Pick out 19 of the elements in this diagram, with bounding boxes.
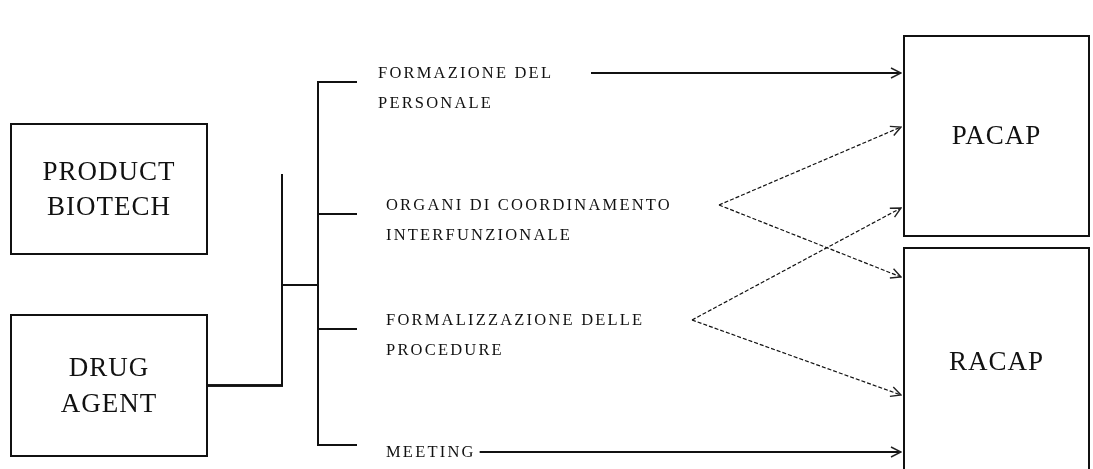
box-label: RACAP xyxy=(949,345,1044,379)
process-box xyxy=(10,314,208,457)
process-box xyxy=(903,35,1090,237)
branch-label: FORMAZIONE DEL PERSONALE xyxy=(378,62,554,114)
bracket-line xyxy=(207,284,358,446)
branch-label: FORMALIZZAZIONE DELLE PROCEDURE xyxy=(386,309,646,361)
dashed-arrow xyxy=(691,319,902,398)
arrow xyxy=(590,67,902,79)
dashed-arrow xyxy=(718,125,902,206)
arrow xyxy=(478,446,902,458)
box-label: DRUG AGENT xyxy=(59,351,159,420)
box-label: PRODUCT BIOTECH xyxy=(41,154,177,223)
dashed-arrow xyxy=(691,207,902,321)
box-label: PACAP xyxy=(951,119,1042,153)
branch-label: MEETING xyxy=(386,441,476,463)
dashed-arrow xyxy=(718,204,902,279)
branch-label: ORGANI DI COORDINAMENTO INTERFUNZIONALE xyxy=(386,194,673,246)
process-box xyxy=(10,123,208,255)
process-box xyxy=(903,247,1090,469)
